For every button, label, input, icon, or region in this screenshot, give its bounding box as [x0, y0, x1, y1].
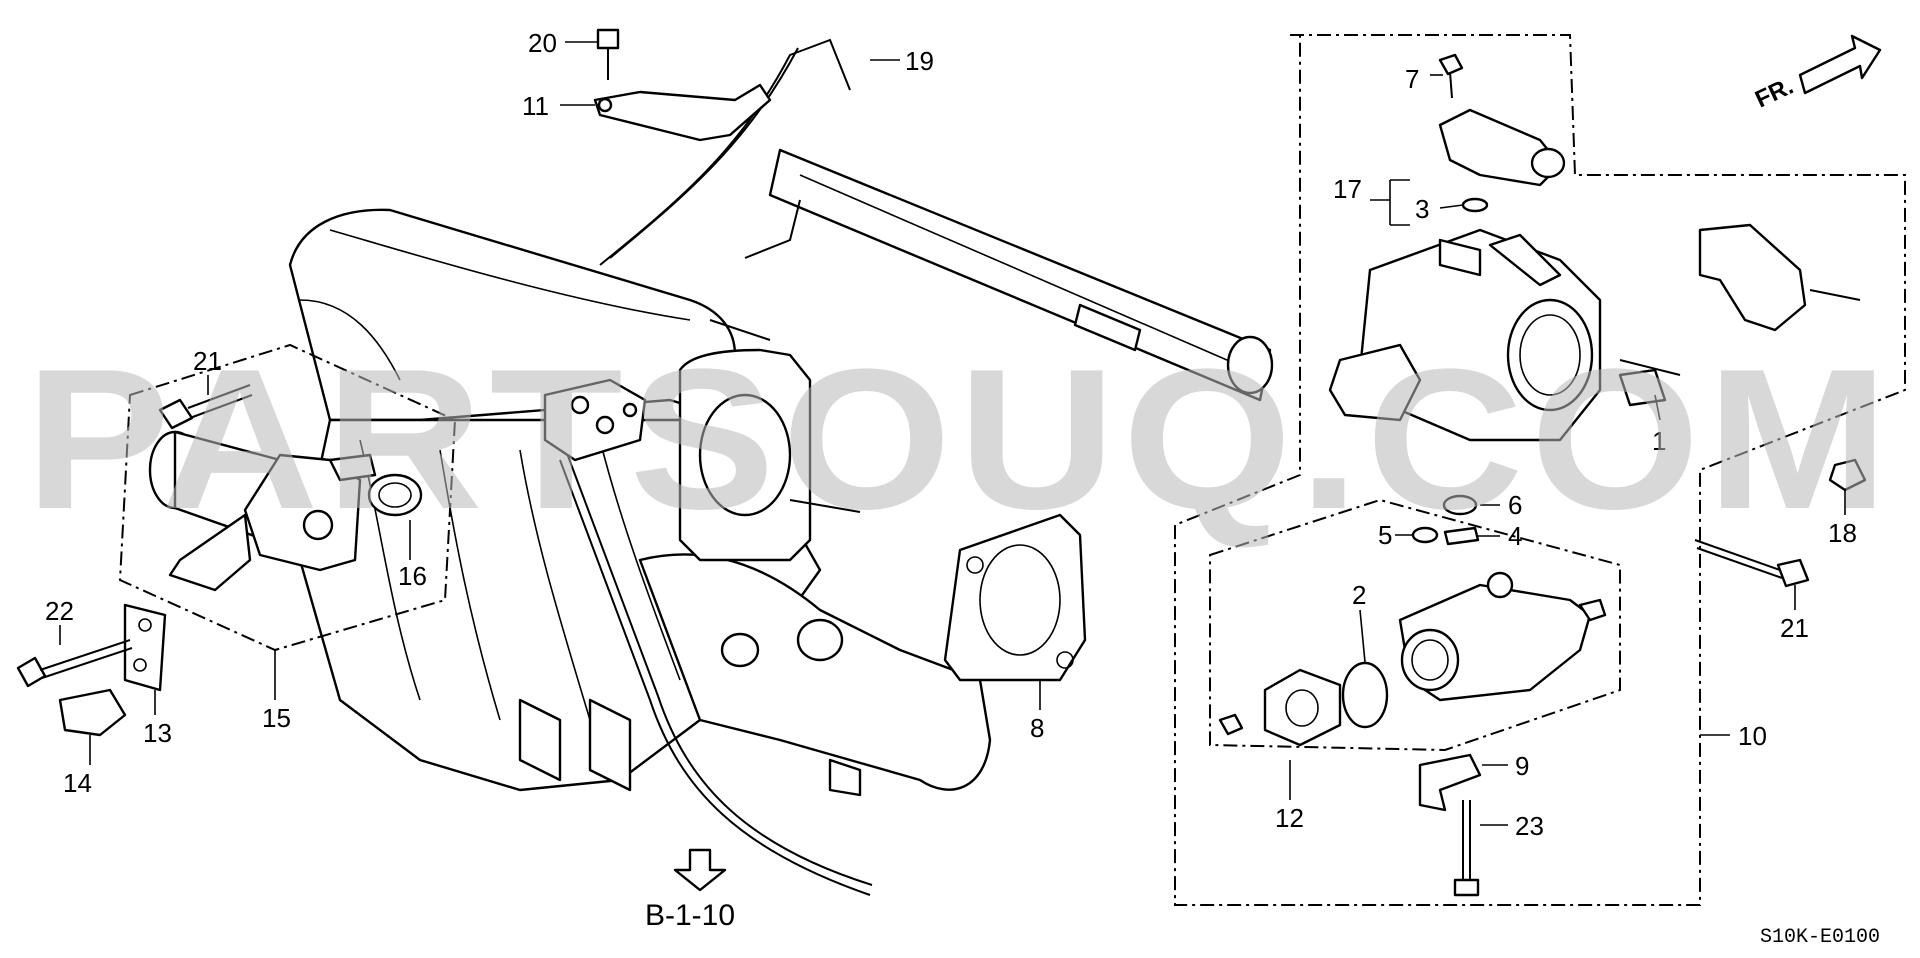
part-number-22[interactable]: 22 [45, 596, 74, 626]
part-number-20[interactable]: 20 [528, 28, 557, 58]
diagram-code: S10K-E0100 [1760, 926, 1880, 949]
part-number-labels: 20 11 19 7 17 3 1 6 5 4 2 9 23 12 10 8 1… [45, 28, 1857, 841]
part-number-16[interactable]: 16 [398, 561, 427, 591]
throttle-position-sensor[interactable] [1438, 108, 1566, 187]
flange-nut-18[interactable] [1828, 458, 1867, 492]
o-ring-seal-16[interactable] [367, 473, 423, 517]
gasket-thermo[interactable] [1263, 668, 1342, 747]
watermark: PARTSOUQ.COM [25, 328, 1895, 551]
reference-link[interactable]: B-1-10 [645, 899, 735, 932]
part-number-12[interactable]: 12 [1275, 803, 1304, 833]
part-number-21-left[interactable]: 21 [193, 346, 222, 376]
throttle-body[interactable] [1328, 228, 1602, 442]
front-label: FR. [1751, 73, 1797, 114]
iac-valve-box [118, 343, 457, 652]
callout-lines [59, 41, 1846, 826]
front-arrow: FR. [1751, 34, 1882, 114]
idle-air-control-valve[interactable] [148, 430, 377, 592]
intake-manifold[interactable] [288, 208, 992, 797]
part-number-15[interactable]: 15 [262, 703, 291, 733]
part-number-4[interactable]: 4 [1508, 521, 1522, 551]
part-number-18[interactable]: 18 [1828, 518, 1857, 548]
o-ring-4[interactable] [1443, 526, 1480, 546]
part-number-5[interactable]: 5 [1378, 520, 1392, 550]
part-number-21-right[interactable]: 21 [1780, 613, 1809, 643]
manifold-bracket[interactable] [593, 83, 772, 142]
flange-bolt-20[interactable] [596, 28, 620, 80]
part-number-2[interactable]: 2 [1352, 580, 1366, 610]
screw-thermo[interactable] [1218, 713, 1244, 736]
o-ring-6[interactable] [1442, 494, 1478, 516]
reference-arrow[interactable] [673, 848, 727, 892]
screw-7[interactable] [1438, 53, 1464, 99]
vacuum-hose[interactable] [559, 459, 871, 896]
fast-idle-thermo-valve[interactable] [1398, 571, 1607, 702]
part-number-9[interactable]: 9 [1515, 751, 1529, 781]
part-number-19[interactable]: 19 [905, 46, 934, 76]
o-ring-3[interactable] [1461, 197, 1489, 213]
part-number-13[interactable]: 13 [143, 718, 172, 748]
part-number-10[interactable]: 10 [1738, 721, 1767, 751]
part-number-17[interactable]: 17 [1333, 174, 1362, 204]
label-plate-1[interactable] [1618, 359, 1681, 407]
clip-14[interactable] [58, 688, 127, 737]
flange-bolt-21-left[interactable] [158, 384, 253, 430]
throttle-body-box [1174, 34, 1906, 906]
part-number-6[interactable]: 6 [1508, 490, 1522, 520]
o-ring-2[interactable] [1341, 661, 1389, 729]
bolt-23[interactable] [1453, 800, 1480, 897]
part-number-23[interactable]: 23 [1515, 811, 1544, 841]
part-number-7[interactable]: 7 [1405, 64, 1419, 94]
flange-bolt-22[interactable] [16, 639, 133, 688]
part-number-8[interactable]: 8 [1030, 713, 1044, 743]
part-number-14[interactable]: 14 [63, 768, 92, 798]
throttle-bracket[interactable] [1698, 223, 1861, 332]
fuel-injector-rail[interactable] [744, 148, 1274, 402]
throttle-body-gasket[interactable] [943, 513, 1087, 682]
breather-tube[interactable] [599, 38, 851, 266]
gasket-13[interactable] [123, 603, 167, 692]
part-number-1[interactable]: 1 [1652, 426, 1666, 456]
part-number-11[interactable]: 11 [522, 91, 549, 121]
bracket-9[interactable] [1418, 753, 1482, 812]
thermo-valve-box [1209, 498, 1621, 752]
flange-bolt-21-right[interactable] [1694, 539, 1810, 588]
part-number-3[interactable]: 3 [1415, 194, 1429, 224]
